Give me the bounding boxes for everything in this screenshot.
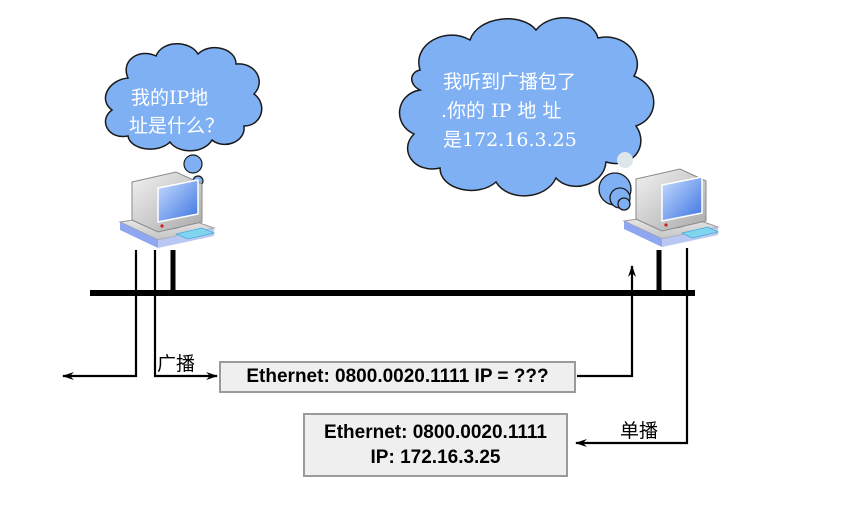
left-cloud-shape bbox=[104, 43, 263, 152]
right-cloud-bubble-small bbox=[617, 197, 631, 211]
right-cloud-line-1: 我听到广播包了 bbox=[443, 71, 576, 93]
left-cloud-line-1: 我的IP地 bbox=[131, 87, 208, 109]
reply-packet-ethernet: Ethernet: 0800.0020.1111 bbox=[324, 422, 547, 443]
right-cloud-shape bbox=[398, 17, 655, 197]
right-cloud-line-3: 是172.16.3.25 bbox=[443, 129, 577, 151]
left-cloud-line-2: 址是什么？ bbox=[129, 115, 224, 137]
right-computer-icon bbox=[622, 168, 720, 247]
left-computer-icon bbox=[118, 171, 216, 248]
broadcast-arrow-to-request bbox=[153, 250, 218, 380]
right-thought-cloud: 我听到广播包了 .你的 IP 地 址 是172.16.3.25 bbox=[398, 17, 655, 211]
left-thought-cloud: 我的IP地 址是什么？ bbox=[104, 43, 263, 187]
request-packet: Ethernet: 0800.0020.1111 IP = ??? bbox=[219, 361, 576, 393]
reply-packet-ip: IP: 172.16.3.25 bbox=[370, 447, 501, 468]
reply-packet: Ethernet: 0800.0020.1111 IP: 172.16.3.25 bbox=[303, 413, 568, 477]
request-packet-text: Ethernet: 0800.0020.1111 IP = ??? bbox=[246, 366, 549, 387]
left-cloud-bubble-large bbox=[183, 154, 203, 174]
request-arrow-to-server bbox=[577, 265, 636, 378]
broadcast-arrow-left bbox=[62, 250, 138, 380]
unicast-label: 单播 bbox=[620, 420, 658, 442]
unicast-reply-arrow bbox=[575, 248, 689, 447]
broadcast-label: 广播 bbox=[157, 353, 195, 375]
right-cloud-bubble-highlight bbox=[617, 152, 633, 168]
right-cloud-line-2: .你的 IP 地 址 bbox=[441, 100, 561, 122]
